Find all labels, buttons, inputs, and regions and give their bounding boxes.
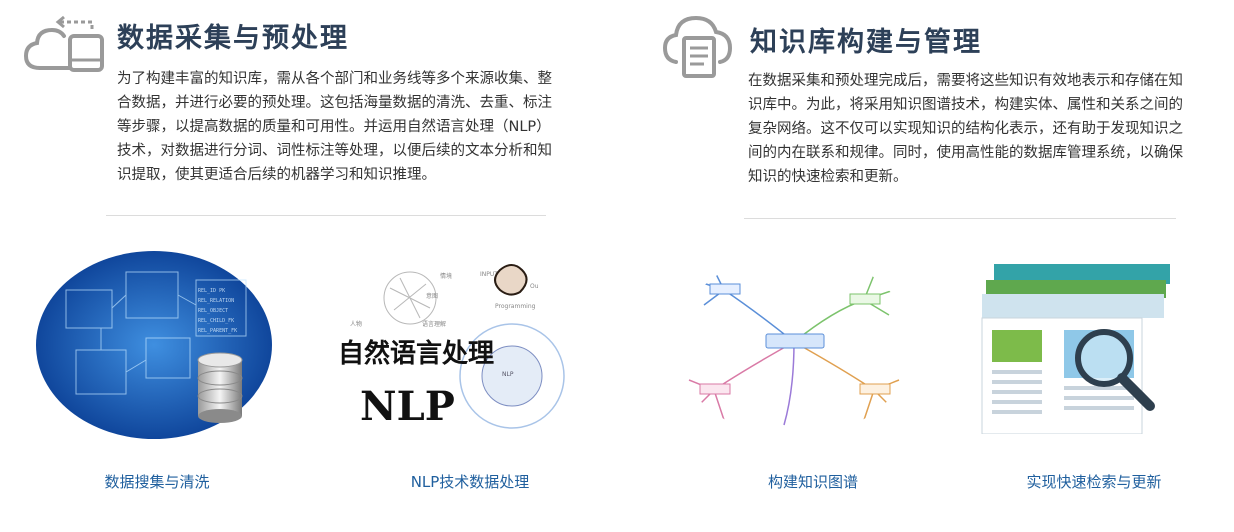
left-section-title: 数据采集与预处理: [117, 23, 349, 54]
svg-text:Programming: Programming: [495, 303, 536, 310]
svg-text:意图: 意图: [426, 292, 438, 300]
cloud-document-icon: [662, 15, 733, 78]
svg-text:Ou: Ou: [530, 283, 539, 290]
nlp-image: 情境 意图 语言理解 人物 INPUT Ou Programming NLP 自…: [330, 248, 570, 442]
right-section-paragraph: 在数据采集和预处理完成后，需要将这些知识有效地表示和存储在知识库中。为此，将采用…: [748, 73, 1183, 185]
card-caption-nlp[interactable]: NLP技术数据处理: [410, 473, 530, 491]
mind-map-image: [674, 250, 914, 440]
search-document-image: [974, 258, 1184, 434]
right-section-title: 知识库构建与管理: [750, 27, 982, 58]
svg-text:情境: 情境: [440, 272, 452, 280]
card-caption-data-collection[interactable]: 数据搜集与清洗: [104, 473, 210, 491]
svg-text:NLP: NLP: [502, 371, 514, 378]
card-caption-fast-search[interactable]: 实现快速检索与更新: [1026, 473, 1162, 491]
database-schema-image: REL_ID PK REL_RELATION REL_OBJECT REL_CH…: [36, 250, 272, 440]
svg-text:REL_ID PK: REL_ID PK: [198, 288, 225, 294]
left-section-paragraph: 为了构建丰富的知识库，需从各个部门和业务线等多个来源收集、整合数据，并进行必要的…: [117, 71, 552, 183]
right-divider: [744, 218, 1176, 219]
svg-text:REL_RELATION: REL_RELATION: [198, 298, 234, 304]
svg-text:语言理解: 语言理解: [422, 320, 446, 328]
svg-text:REL_CHILD_FK: REL_CHILD_FK: [198, 318, 234, 324]
svg-text:REL_OBJECT: REL_OBJECT: [198, 308, 228, 314]
left-divider: [106, 215, 546, 216]
svg-text:INPUT: INPUT: [480, 271, 498, 278]
svg-text:人物: 人物: [350, 320, 362, 328]
nlp-sub-text: NLP: [360, 383, 455, 430]
card-caption-knowledge-graph[interactable]: 构建知识图谱: [767, 473, 858, 491]
svg-text:REL_PARENT_FK: REL_PARENT_FK: [198, 328, 237, 334]
cloud-transfer-icon: [23, 15, 104, 72]
nlp-main-text: 自然语言处理: [338, 338, 494, 369]
